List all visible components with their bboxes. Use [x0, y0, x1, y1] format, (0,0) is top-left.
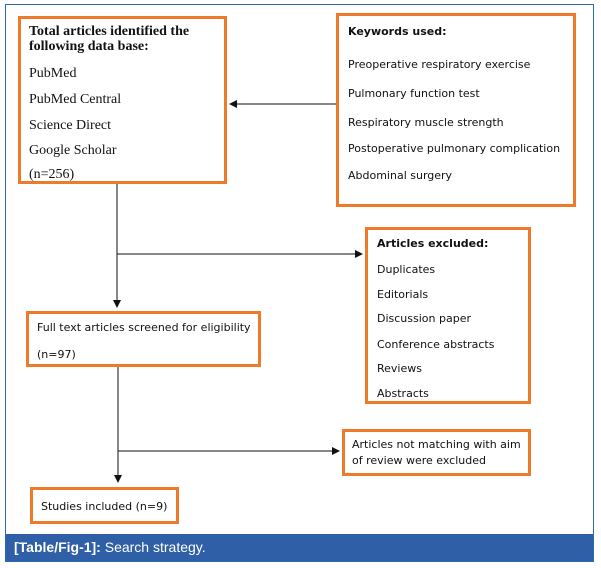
not-matching-line2: of review were excluded: [352, 454, 486, 467]
keyword-item: Preoperative respiratory exercise: [348, 58, 531, 71]
included-label: Studies included (n=9): [41, 500, 168, 513]
excluded-item: Editorials: [377, 288, 429, 301]
not-matching-box: Articles not matching with aim of review…: [342, 429, 531, 476]
source-item: Google Scholar: [29, 143, 117, 158]
excluded-item: Discussion paper: [377, 312, 471, 325]
keyword-item: Pulmonary function test: [348, 87, 480, 100]
caption-label: [Table/Fig-1]:: [14, 539, 101, 555]
figure-caption: [Table/Fig-1]: Search strategy.: [14, 539, 206, 555]
keywords-heading: Keywords used:: [348, 25, 447, 38]
excluded-item: Conference abstracts: [377, 338, 495, 351]
screened-box: Full text articles screened for eligibil…: [26, 311, 261, 367]
sources-box: Total articles identified the following …: [18, 16, 227, 184]
included-box: Studies included (n=9): [30, 487, 179, 524]
excluded-item: Abstracts: [377, 387, 429, 400]
not-matching-line1: Articles not matching with aim: [352, 438, 521, 451]
caption-text: Search strategy.: [100, 539, 206, 555]
sources-count: (n=256): [29, 167, 75, 182]
screened-label: Full text articles screened for eligibil…: [37, 321, 251, 334]
source-item: PubMed: [29, 66, 77, 81]
excluded-heading: Articles excluded:: [377, 237, 489, 250]
keywords-box: Keywords used: Preoperative respiratory …: [336, 13, 576, 207]
keyword-item: Respiratory muscle strength: [348, 116, 504, 129]
screened-count: (n=97): [37, 348, 76, 361]
source-item: PubMed Central: [29, 92, 122, 107]
sources-heading-line2: following data base:: [29, 39, 149, 54]
excluded-box: Articles excluded: Duplicates Editorials…: [365, 227, 531, 404]
source-item: Science Direct: [29, 118, 112, 133]
keyword-item: Abdominal surgery: [348, 169, 453, 182]
excluded-item: Duplicates: [377, 263, 436, 276]
caption-bar: [Table/Fig-1]: Search strategy.: [6, 534, 593, 561]
excluded-item: Reviews: [377, 362, 422, 375]
keyword-item: Postoperative pulmonary complication: [348, 142, 561, 155]
sources-heading-line1: Total articles identified the: [29, 24, 190, 39]
figure-frame: [5, 4, 594, 562]
